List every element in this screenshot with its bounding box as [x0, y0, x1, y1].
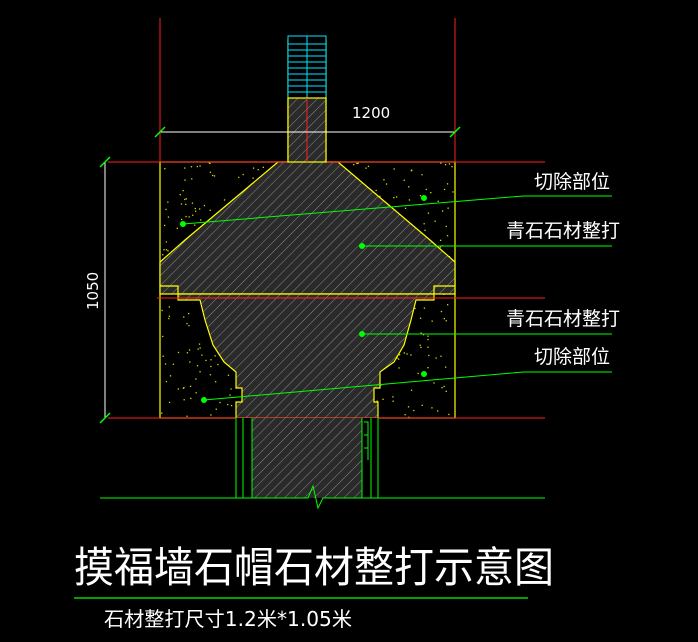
dimension-height	[99, 156, 111, 424]
notch-right	[433, 285, 455, 294]
drawing-title: 摸福墙石帽石材整打示意图	[74, 543, 554, 592]
dimension-height-label: 1050	[84, 272, 102, 310]
wall-below	[235, 418, 379, 498]
label-stone-lower: 青石石材整打	[506, 308, 620, 330]
label-cut-upper: 切除部位	[534, 171, 610, 193]
dimension-width-label: 1200	[352, 104, 390, 122]
brick-column	[287, 35, 327, 163]
leader-lines	[180, 195, 612, 403]
label-cut-lower: 切除部位	[534, 346, 610, 368]
drawing-subtitle: 石材整打尺寸1.2米*1.05米	[104, 607, 352, 631]
ground-break-line	[100, 484, 545, 510]
label-stone-upper: 青石石材整打	[506, 220, 620, 242]
dimension-width	[154, 126, 461, 138]
notch-left	[160, 285, 179, 294]
